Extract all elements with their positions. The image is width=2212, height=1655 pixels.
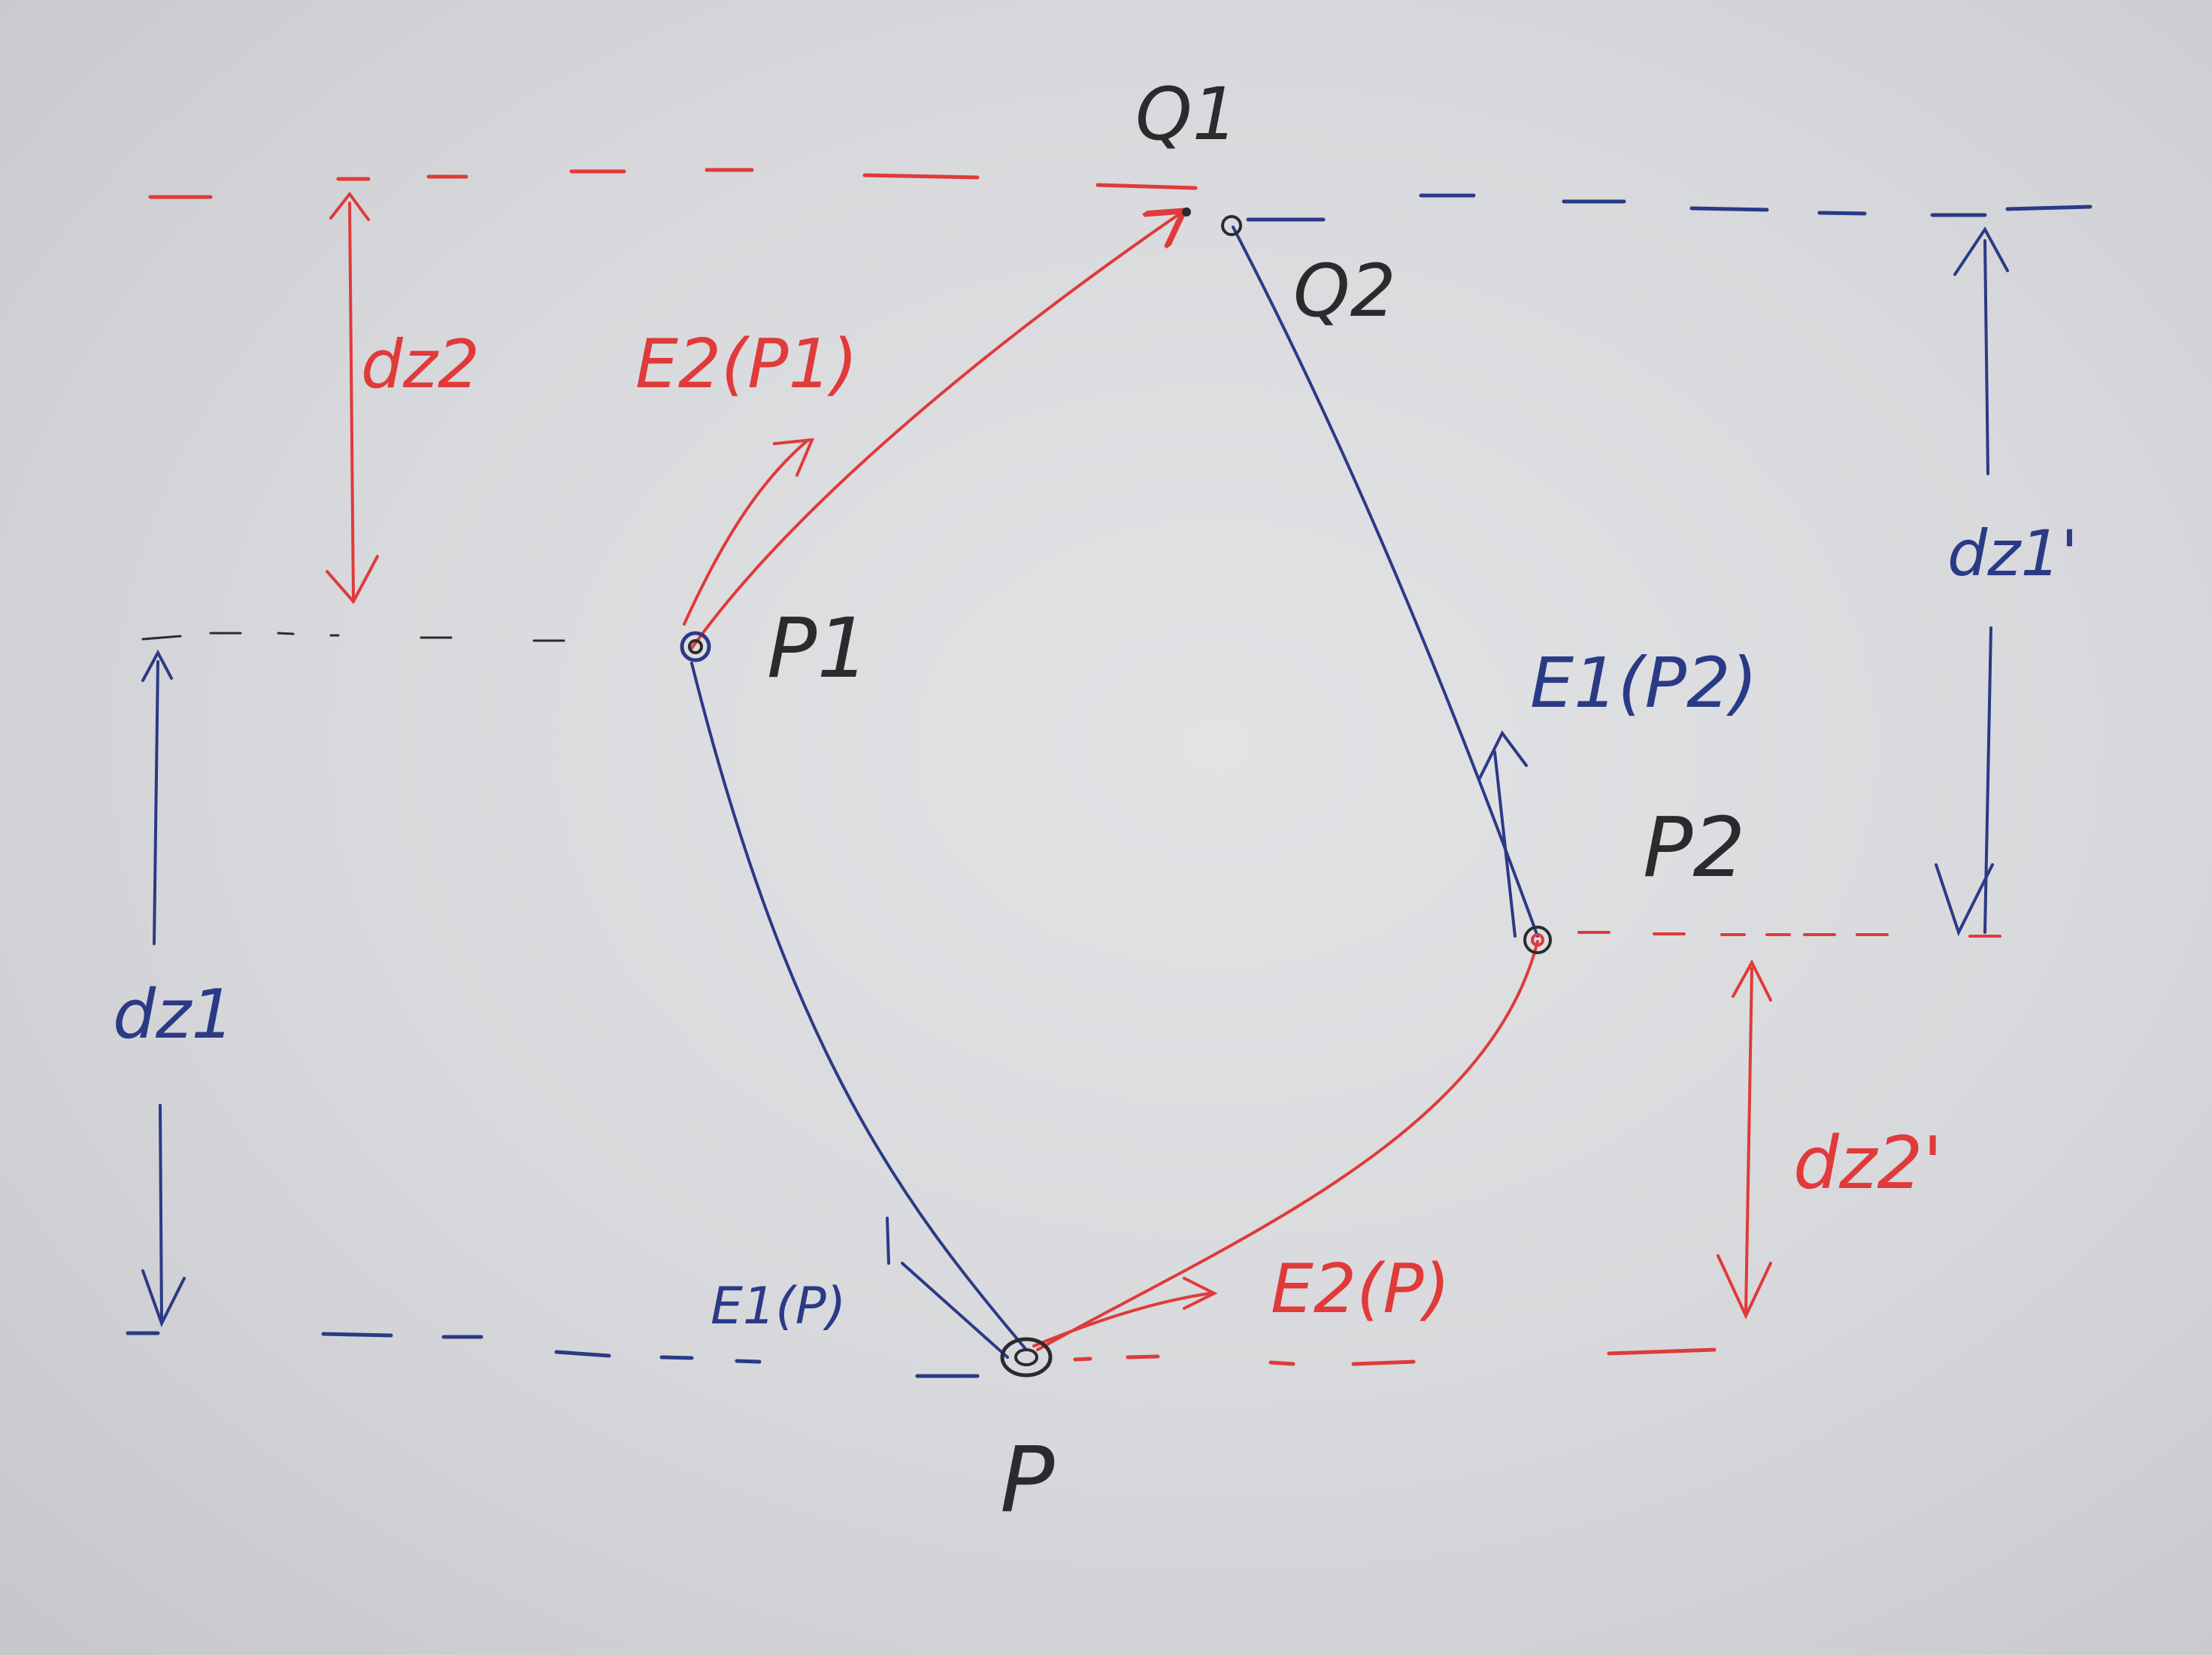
bottom-red-dashed-line [1073,1347,1717,1366]
tangent-vectors [683,438,1528,1359]
label-dz1: dz1 [113,975,235,1054]
label-dz2-prime: dz2' [1793,1121,1943,1205]
dz2prime-arrow [1717,959,1772,1320]
mid-dark-dashed-line [141,632,565,642]
curves [690,214,1539,1351]
point-q1 [1182,208,1191,217]
label-p2: P2 [1643,799,1745,896]
label-q1: Q1 [1135,72,1238,156]
curve-p-p1-blue [690,662,1028,1351]
p2-level-dashed-line [1577,931,2001,938]
label-e1-p2: E1(P2) [1530,643,1757,723]
curve-p-p2-red [1036,940,1539,1351]
label-dz2: dz2 [361,326,480,403]
bottom-blue-dashed-line [126,1331,980,1378]
label-p1: P1 [767,600,869,696]
dz1prime-arrow-top [1953,226,2009,475]
labels: Q1 Q2 P1 P2 P E2(P1) E1(P2) E1(P) E2(P) … [113,72,2078,1533]
curve-p1-q1-red [690,214,1179,650]
point-p [1000,1337,1053,1378]
vector-e1-p2 [1478,730,1528,938]
dz2-arrow [326,191,379,605]
point-q2 [1221,215,1242,236]
label-dz1-prime: dz1' [1947,517,2078,590]
point-p2 [1523,926,1552,954]
label-q2: Q2 [1293,249,1396,333]
top-red-dashed-line [148,168,1198,199]
label-p: P [1000,1429,1055,1533]
vector-e1-p [886,1217,1009,1359]
distance-arrows [141,191,2009,1328]
dz1-arrow-top [141,649,173,945]
label-e1-p: E1(P) [711,1277,846,1336]
vector-e2-p [1032,1277,1218,1347]
dz1-arrow-bottom [141,1104,186,1328]
curve-q2-p2-blue [1232,226,1539,938]
label-e2-p: E2(P) [1271,1250,1450,1329]
points [680,208,1552,1378]
dz1prime-arrow-bottom [1935,626,1994,937]
vector-e2-p1 [683,438,815,626]
guide-lines [126,168,2092,1378]
point-p1 [680,631,711,662]
label-e2-p1: E2(P1) [635,325,858,404]
top-blue-dashed-line [1246,193,2092,222]
